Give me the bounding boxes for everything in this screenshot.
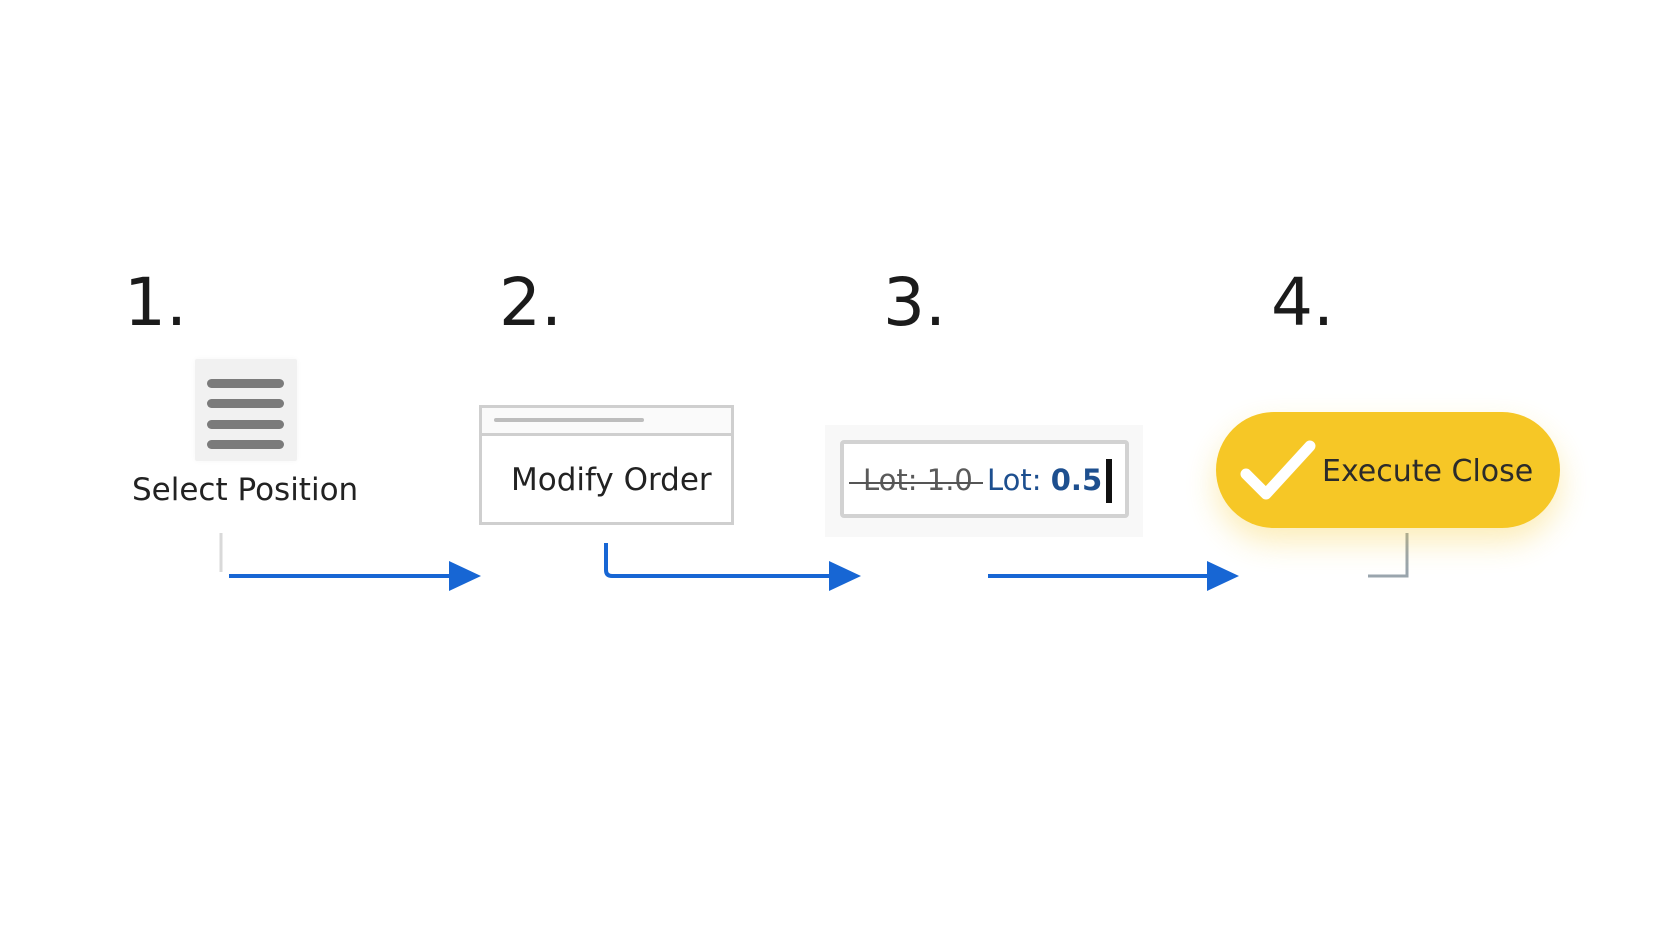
select-position-label: Select Position	[132, 472, 359, 508]
execute-close-button[interactable]: Execute Close	[1216, 412, 1560, 528]
menu-icon[interactable]	[195, 359, 297, 461]
menu-bar	[207, 379, 284, 388]
modify-order-label: Modify Order	[511, 462, 712, 498]
lot-new-prefix: Lot:	[987, 463, 1051, 497]
menu-bar	[207, 440, 284, 449]
menu-bar	[207, 420, 284, 429]
checkmark-icon	[1240, 440, 1316, 500]
step-number-4: 4.	[1271, 264, 1334, 341]
lot-new-value: Lot: 0.5	[987, 463, 1102, 497]
lot-old-text: Lot: 1.0	[863, 463, 973, 497]
arrow-step3-to-step4	[988, 561, 1239, 591]
window-titlebar	[482, 408, 731, 436]
text-caret	[1106, 459, 1112, 503]
lot-input[interactable]: Lot: 1.0 Lot: 0.5	[840, 440, 1129, 518]
lot-new-number: 0.5	[1050, 463, 1103, 497]
step-number-1: 1.	[124, 264, 187, 341]
titlebar-line	[494, 418, 644, 422]
step-number-3: 3.	[883, 264, 946, 341]
lot-old-value: Lot: 1.0	[849, 463, 983, 497]
step-number-2: 2.	[499, 264, 562, 341]
execute-close-label: Execute Close	[1322, 454, 1534, 489]
menu-bar	[207, 399, 284, 408]
arrow-step2-to-step3	[604, 543, 861, 591]
arrow-step1-to-step2	[229, 561, 481, 591]
modify-order-window[interactable]: Modify Order	[479, 405, 734, 525]
strikethrough-line	[849, 482, 983, 484]
connector-tick-4	[1368, 533, 1409, 578]
